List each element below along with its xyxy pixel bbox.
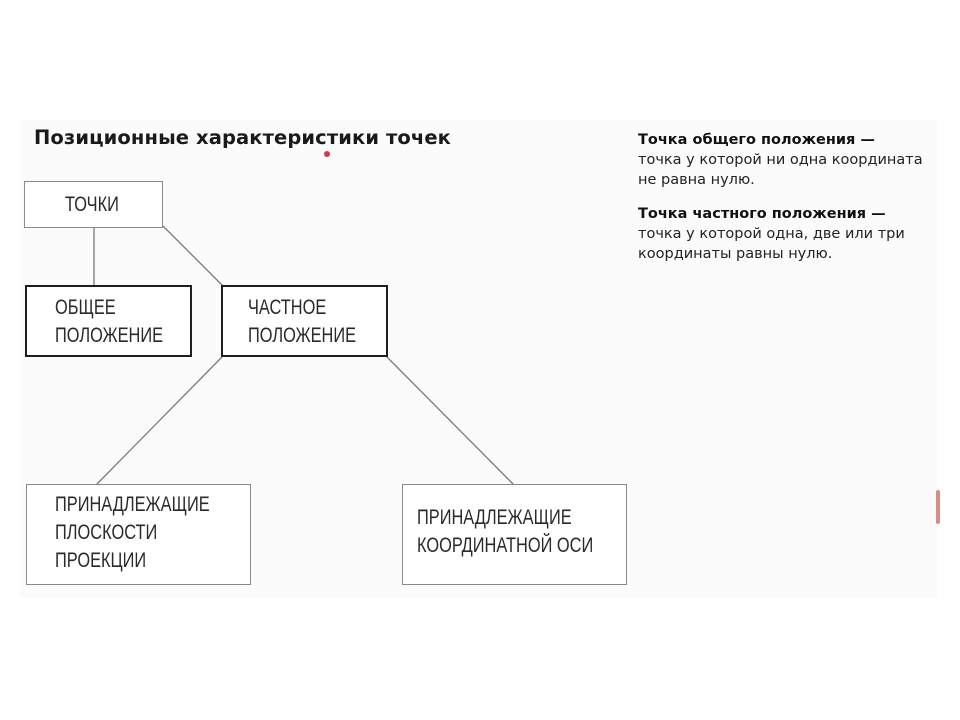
definition-general-dash: — xyxy=(855,132,875,148)
edge-special-planes xyxy=(95,356,223,486)
node-planes-line-1: ПРИНАДЛЕЖАЩИЕ xyxy=(55,493,210,516)
edge-mark xyxy=(936,490,940,524)
node-projection-planes: ПРИНАДЛЕЖАЩИЕ ПЛОСКОСТИ ПРОЕКЦИИ xyxy=(26,484,251,585)
node-special-line-1: ЧАСТНОЕ xyxy=(248,296,327,319)
node-general-line-2: ПОЛОЖЕНИЕ xyxy=(55,324,164,347)
node-special-line-2: ПОЛОЖЕНИЕ xyxy=(248,324,357,347)
node-special-position: ЧАСТНОЕ ПОЛОЖЕНИЕ xyxy=(221,285,388,357)
definition-special: Точка частного положения — точка у котор… xyxy=(638,204,928,264)
edge-special-axis xyxy=(385,355,515,486)
laser-pointer-dot xyxy=(324,151,330,157)
node-axis-line-1: ПРИНАДЛЕЖАЩИЕ xyxy=(417,506,572,529)
definitions-panel: Точка общего положения — точка у которой… xyxy=(638,130,928,278)
node-general-line-1: ОБЩЕЕ xyxy=(55,296,116,319)
node-planes-line-3: ПРОЕКЦИИ xyxy=(55,549,147,572)
node-planes-line-2: ПЛОСКОСТИ xyxy=(55,521,158,544)
definition-general: Точка общего положения — точка у которой… xyxy=(638,130,928,190)
definition-special-term: Точка частного положения xyxy=(638,206,867,222)
node-general-position: ОБЩЕЕ ПОЛОЖЕНИЕ xyxy=(25,285,192,357)
node-points: ТОЧКИ xyxy=(24,181,163,228)
node-axis-line-2: КООРДИНАТНОЙ ОСИ xyxy=(417,534,594,557)
definition-special-text: точка у которой одна, две или три коорди… xyxy=(638,226,905,262)
node-points-line-1: ТОЧКИ xyxy=(65,193,119,216)
definition-special-dash: — xyxy=(866,206,886,222)
definition-general-term: Точка общего положения xyxy=(638,132,856,148)
definition-general-text: точка у которой ни одна координата не ра… xyxy=(638,152,923,188)
node-coordinate-axis: ПРИНАДЛЕЖАЩИЕ КООРДИНАТНОЙ ОСИ xyxy=(402,484,627,585)
edge-points-special xyxy=(162,225,224,287)
slide-title: Позиционные характеристики точек xyxy=(34,126,452,149)
